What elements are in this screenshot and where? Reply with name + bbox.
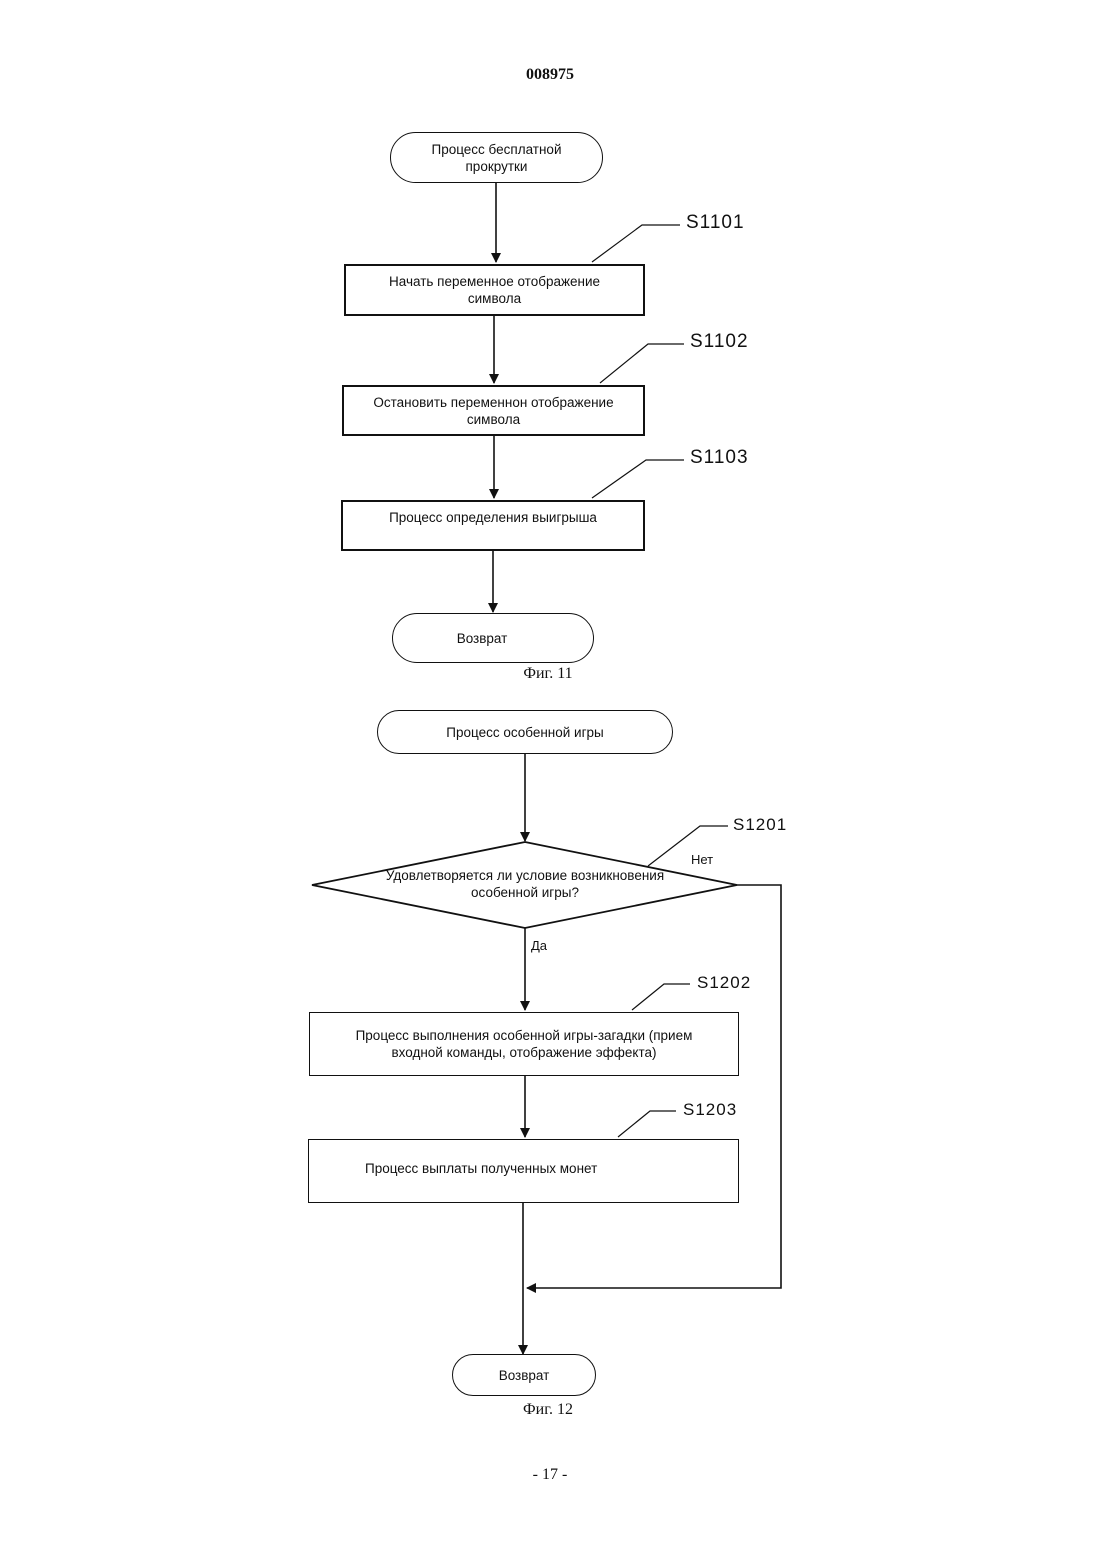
leader-s1201	[648, 826, 728, 866]
fig12-start-terminal: Процесс особенной игры	[377, 710, 673, 754]
step-label-s1203: S1203	[683, 1100, 737, 1120]
leader-s1203	[618, 1111, 676, 1137]
step-s1202-box: Процесс выполнения особенной игры-загадк…	[309, 1012, 739, 1076]
step-s1203-text: Процесс выплаты полученных монет	[365, 1160, 597, 1177]
fig11-start-terminal: Процесс бесплатной прокрутки	[390, 132, 603, 183]
step-s1101-box: Начать переменное отображение символа	[344, 264, 645, 316]
leader-s1103	[592, 460, 684, 498]
fig11-start-text: Процесс бесплатной прокрутки	[422, 141, 572, 175]
step-s1102-text: Остановить переменнон отображение символ…	[352, 394, 635, 428]
fig12-start-text: Процесс особенной игры	[446, 724, 603, 741]
step-s1203-box: Процесс выплаты полученных монет	[308, 1139, 739, 1203]
step-s1103-box: Процесс определения выигрыша	[341, 500, 645, 551]
no-branch-line	[527, 885, 781, 1288]
leader-s1202	[632, 984, 690, 1010]
fig12-end-text: Возврат	[499, 1367, 550, 1384]
fig11-end-terminal: Возврат	[392, 613, 594, 663]
step-s1103-text: Процесс определения выигрыша	[389, 509, 597, 526]
branch-yes-label: Да	[531, 938, 547, 953]
step-s1102-box: Остановить переменнон отображение символ…	[342, 385, 645, 436]
step-label-s1103: S1103	[690, 447, 749, 469]
step-s1101-text: Начать переменное отображение символа	[375, 273, 615, 307]
fig12-end-terminal: Возврат	[452, 1354, 596, 1396]
fig11-end-text: Возврат	[457, 630, 508, 647]
step-label-s1202: S1202	[697, 973, 751, 993]
page-number: - 17 -	[0, 1466, 1100, 1484]
fig11-caption: Фиг. 11	[448, 665, 648, 683]
fig12-caption: Фиг. 12	[448, 1401, 648, 1419]
step-label-s1102: S1102	[690, 331, 749, 353]
leader-s1101	[592, 225, 680, 262]
step-label-s1201: S1201	[733, 815, 787, 835]
leader-s1102	[600, 344, 684, 383]
step-s1202-text: Процесс выполнения особенной игры-загадк…	[334, 1027, 714, 1061]
branch-no-label: Нет	[691, 852, 713, 867]
step-label-s1101: S1101	[686, 212, 745, 234]
decision-s1201-text: Удовлетворяется ли условие возникновения…	[375, 867, 675, 901]
